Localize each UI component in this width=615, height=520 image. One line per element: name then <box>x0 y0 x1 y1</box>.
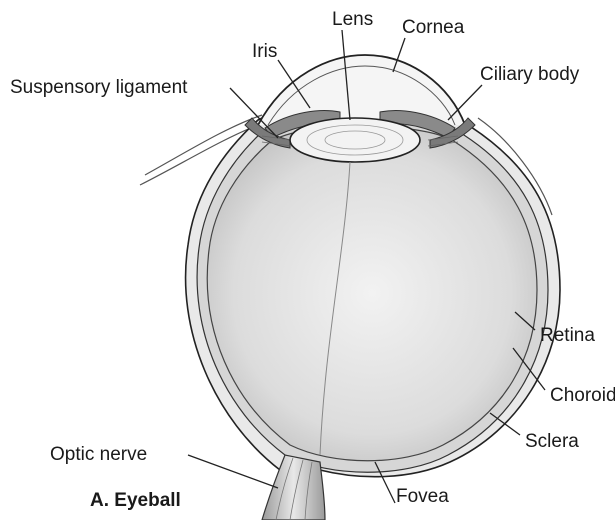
label-cornea: Cornea <box>402 18 464 37</box>
label-suspensory-ligament: Suspensory ligament <box>10 78 187 97</box>
label-sclera: Sclera <box>525 432 579 451</box>
label-iris: Iris <box>252 42 277 61</box>
label-retina: Retina <box>540 326 595 345</box>
label-optic-nerve: Optic nerve <box>50 445 147 464</box>
figure-caption: A. Eyeball <box>90 490 181 512</box>
label-lens: Lens <box>332 10 373 29</box>
retina-shape <box>207 126 537 461</box>
label-choroid: Choroid <box>550 386 615 405</box>
optic-nerve-shape <box>262 455 325 520</box>
label-fovea: Fovea <box>396 487 449 506</box>
label-ciliary-body: Ciliary body <box>480 65 579 84</box>
cornea-shape <box>258 55 465 125</box>
